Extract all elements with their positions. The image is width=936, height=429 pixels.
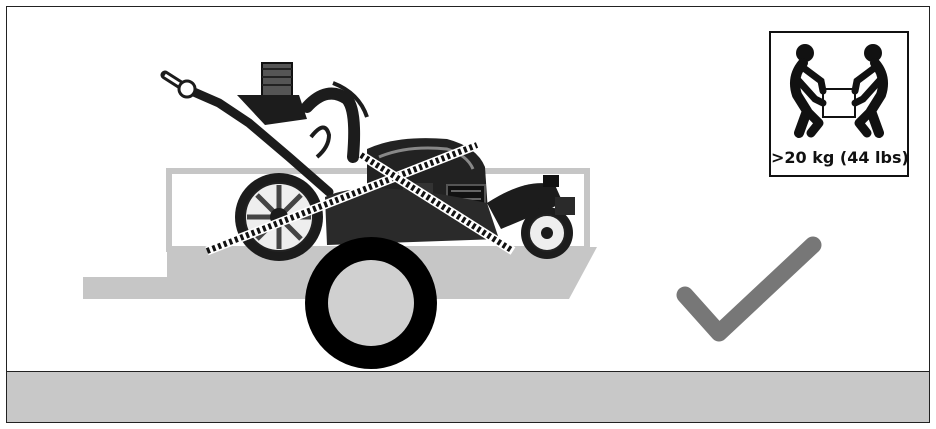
weight-limit-label: >20 kg (44 lbs)	[771, 148, 907, 167]
trailer-wheel	[305, 237, 437, 369]
check-mark-icon	[685, 245, 813, 333]
two-person-lift-icon	[771, 33, 907, 151]
illustration-frame: >20 kg (44 lbs)	[6, 6, 930, 423]
weight-warning-badge: >20 kg (44 lbs)	[769, 31, 909, 177]
ground	[7, 371, 929, 423]
